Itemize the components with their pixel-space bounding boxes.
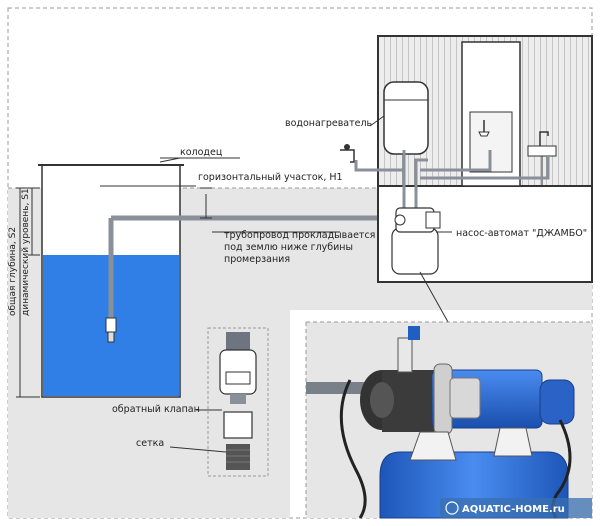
label-pipeline-line3: промерзания	[224, 254, 290, 265]
pump-station-small	[391, 207, 441, 275]
well	[38, 164, 184, 398]
house	[377, 35, 593, 283]
label-total-depth: общая глубина, S2	[8, 227, 18, 316]
strainer-mesh	[226, 444, 250, 470]
watermark: AQUATIC-HOME.ru	[440, 498, 592, 518]
label-check-valve: обратный клапан	[112, 404, 200, 415]
water-heater	[383, 81, 429, 155]
label-horizontal-section: горизонтальный участок, H1	[198, 172, 343, 183]
pump-zoom-inset	[305, 321, 592, 519]
label-strainer: сетка	[136, 438, 164, 449]
check-valve-inset	[207, 327, 269, 477]
watermark-logo-icon	[445, 501, 459, 515]
label-dynamic-level: динамический уровень, S1	[21, 188, 31, 316]
label-water-heater: водонагреватель	[285, 118, 373, 129]
label-well: колодец	[180, 147, 223, 158]
outdoor-tap	[340, 144, 355, 163]
house-plumbing	[354, 150, 550, 210]
label-pipeline-line2: под землю ниже глубины	[224, 242, 353, 253]
label-pump-station: насос-автомат "ДЖАМБО"	[456, 228, 587, 239]
foot-valve	[105, 317, 117, 333]
sink	[527, 145, 557, 157]
leader-lines	[100, 115, 452, 453]
watermark-text: AQUATIC-HOME.ru	[462, 504, 565, 515]
label-pipeline-line1: трубопровод прокладывается	[224, 230, 375, 241]
zoom-callout-line	[419, 271, 449, 323]
